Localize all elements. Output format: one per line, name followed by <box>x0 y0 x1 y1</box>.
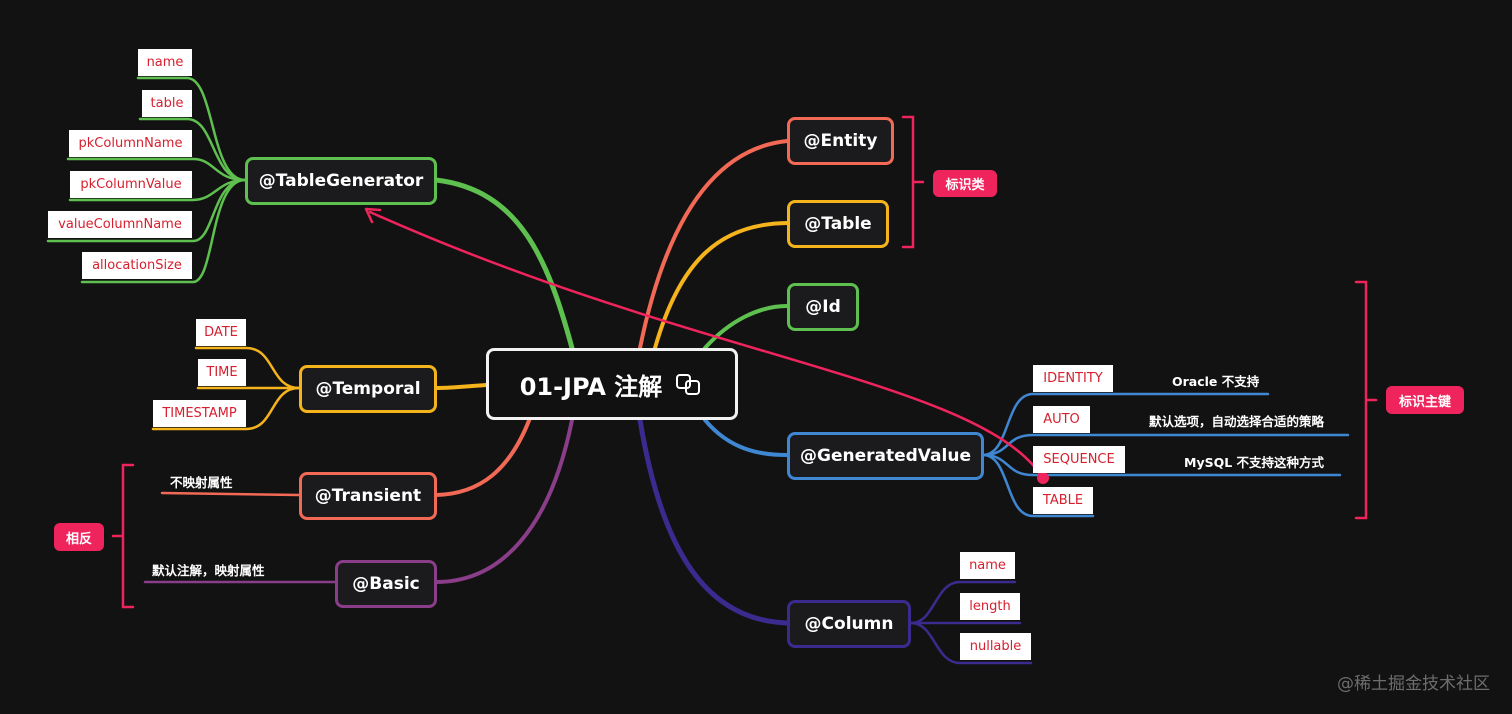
table-generator-leaf[interactable]: valueColumnName <box>48 211 192 238</box>
generated-value-leaf[interactable]: IDENTITY <box>1033 365 1113 392</box>
watermark: @稀土掘金技术社区 <box>1337 674 1490 694</box>
generated-value-leaf[interactable]: SEQUENCE <box>1033 446 1125 473</box>
generated-value-leaf[interactable]: TABLE <box>1033 487 1093 514</box>
column-leaf[interactable]: nullable <box>960 633 1031 660</box>
table-generator-leaf[interactable]: pkColumnValue <box>70 171 192 198</box>
topic-generated-value[interactable]: @GeneratedValue <box>787 432 984 480</box>
topic-entity[interactable]: @Entity <box>787 117 894 165</box>
topic-table[interactable]: @Table <box>787 200 889 248</box>
temporal-leaf[interactable]: TIMESTAMP <box>153 400 246 427</box>
tag-opposite[interactable]: 相反 <box>54 523 104 551</box>
table-generator-leaf[interactable]: allocationSize <box>82 252 192 279</box>
topic-temporal[interactable]: @Temporal <box>299 365 437 413</box>
generated-value-leaf[interactable]: AUTO <box>1033 406 1090 433</box>
topic-table-generator[interactable]: @TableGenerator <box>245 157 437 205</box>
basic-note: 默认注解，映射属性 <box>152 563 265 578</box>
link-copy-icon <box>676 374 701 395</box>
root-label: 01-JPA 注解 <box>519 372 663 401</box>
transient-note: 不映射属性 <box>170 475 233 490</box>
topic-transient[interactable]: @Transient <box>299 472 437 520</box>
root-topic[interactable]: 01-JPA 注解 <box>486 348 738 420</box>
column-leaf[interactable]: name <box>960 552 1015 579</box>
identity-note: Oracle 不支持 <box>1172 374 1260 389</box>
column-leaf[interactable]: length <box>960 593 1020 620</box>
topic-id[interactable]: @Id <box>787 283 859 331</box>
relation-anchor-dot <box>1037 472 1049 484</box>
topic-basic[interactable]: @Basic <box>335 560 437 608</box>
table-generator-leaf[interactable]: table <box>142 90 192 117</box>
temporal-leaf[interactable]: TIME <box>198 359 246 386</box>
table-generator-leaf[interactable]: pkColumnName <box>69 130 192 157</box>
auto-note: 默认选项，自动选择合适的策略 <box>1149 414 1325 429</box>
sequence-note: MySQL 不支持这种方式 <box>1184 455 1325 470</box>
table-generator-leaf[interactable]: name <box>138 49 192 76</box>
tag-primary-key-group[interactable]: 标识主键 <box>1386 386 1464 414</box>
temporal-leaf[interactable]: DATE <box>196 319 246 346</box>
tag-entity-group[interactable]: 标识类 <box>933 170 997 197</box>
topic-column[interactable]: @Column <box>787 600 911 648</box>
